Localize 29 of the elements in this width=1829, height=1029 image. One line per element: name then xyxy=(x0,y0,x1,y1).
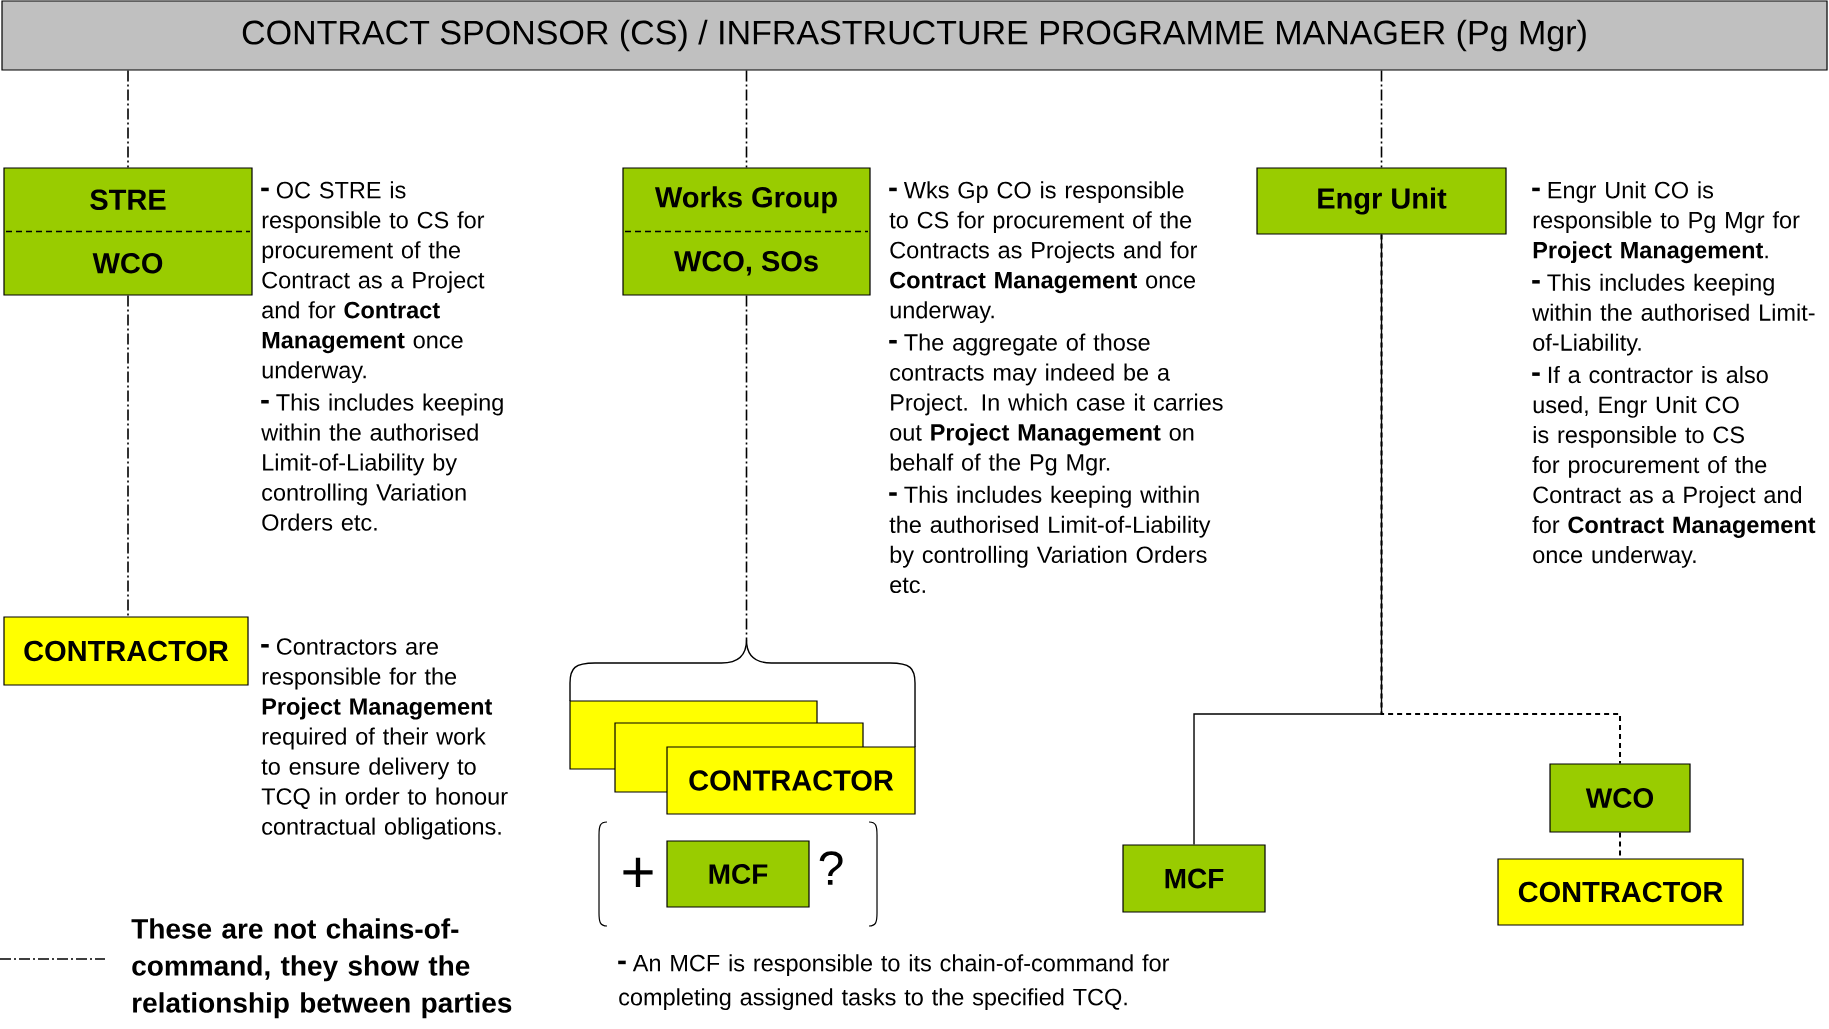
question-mark: ? xyxy=(819,851,843,885)
contractor-box: CONTRACTOR xyxy=(1497,858,1744,926)
org-box: MCF xyxy=(666,840,810,908)
connector xyxy=(569,294,916,748)
org-box: MCF xyxy=(1122,844,1266,913)
bullet-text: If a contractor is also used, Engr Unit CO is responsible to CS for procurement of the Contract as a Project and for Contract Management once underway. xyxy=(1532,365,1816,568)
connector xyxy=(127,69,129,169)
plus-sign: + xyxy=(623,857,653,888)
connector xyxy=(127,294,129,618)
connector xyxy=(1380,233,1621,765)
note-text: An MCF is responsible to its chain-of-command for completing assigned tasks to the specified TCQ. xyxy=(618,954,1170,1011)
bullet-text: This includes keeping within the authorised Limit-of-Liability by controlling Variation Orders etc. xyxy=(261,393,503,531)
contractor-box: CONTRACTOR xyxy=(3,616,249,686)
title-bar: CONTRACT SPONSOR (CS) / INFRASTRUCTURE PROGRAMME MANAGER (Pg Mgr) xyxy=(1,0,1828,71)
contractor-box: CONTRACTOR xyxy=(666,746,916,815)
connector xyxy=(745,69,748,169)
org-box: Works Group WCO, SOs xyxy=(622,167,871,296)
bullet-text: Engr Unit CO is responsible to Pg Mgr for Project Management. xyxy=(1532,181,1800,264)
bullet-text: The aggregate of those contracts may indeed be a Project. In which case it carries out Project Management on behalf of the Pg Mgr. xyxy=(889,333,1223,476)
bullet-text: This includes keeping within the authorised Limit-of-Liability. xyxy=(1532,273,1815,356)
org-box: WCO xyxy=(1549,763,1691,833)
bullet-text: Wks Gp CO is responsible to CS for procurement of the Contracts as Projects and for Contract Management once underway. xyxy=(889,181,1197,324)
bullet-text: Contractors are responsible for the Project Management required of their work to ensure delivery to TCQ in order to honour contractual obligations. xyxy=(261,638,508,840)
legend-text: These are not chains-of-command, they show the relationship between parties xyxy=(131,918,512,1019)
org-box: STRE WCO xyxy=(3,167,253,296)
org-box: Engr Unit xyxy=(1256,167,1507,235)
connector xyxy=(1380,69,1383,169)
bullet-text: OC STRE is responsible to CS for procurement of the Contract as a Project and for Contract Management once underway. xyxy=(261,181,485,384)
bullet-text: This includes keeping within the authorised Limit-of-Liability by controlling Variation Orders etc. xyxy=(889,485,1211,594)
